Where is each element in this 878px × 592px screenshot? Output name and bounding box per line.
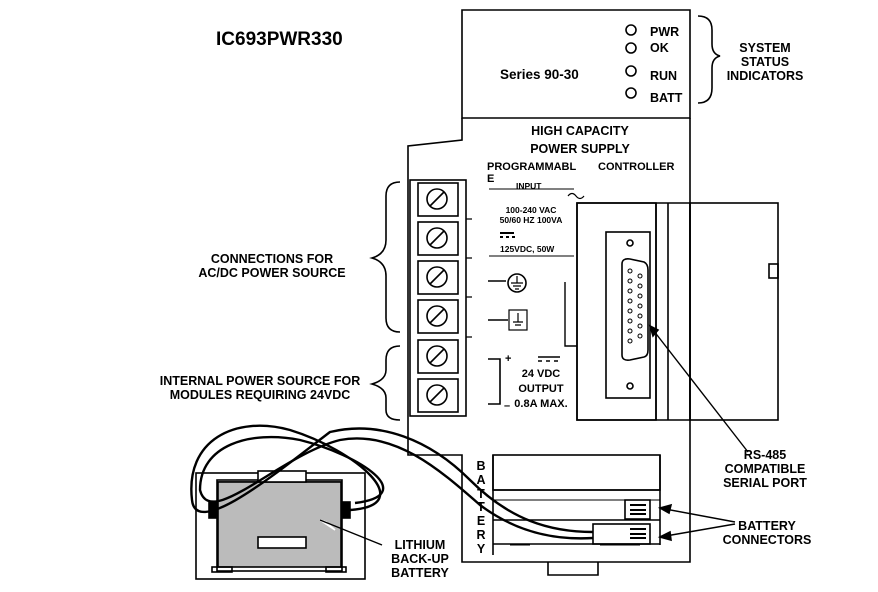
output-label: 24 VDC OUTPUT 0.8A MAX. <box>514 368 568 410</box>
plus-label: + <box>505 353 512 365</box>
terminal-block <box>409 179 467 417</box>
port-plate <box>605 231 651 399</box>
battery-wire-2 <box>198 435 594 540</box>
battery-vertical-label: B A T T E R Y <box>476 459 486 556</box>
high-capacity-label: HIGH CAPACITY POWER SUPPLY <box>530 124 630 156</box>
battery-connector-upper <box>624 499 651 520</box>
port-panel-inner <box>576 202 657 421</box>
pwr-led <box>625 24 637 36</box>
run-label: RUN <box>650 69 678 83</box>
minus-label: – <box>504 400 511 412</box>
chassis-ground-icon <box>508 309 528 331</box>
dc-rating-label: 125VDC, 50W <box>500 244 555 254</box>
programmable-e-label: E <box>487 173 495 185</box>
series-label: Series 90-30 <box>500 67 579 82</box>
input-label: INPUT <box>516 181 542 191</box>
side-module <box>689 202 779 421</box>
lithium-pointer <box>319 519 383 546</box>
rs485-pointer <box>649 325 749 453</box>
internal-power-label: INTERNAL POWER SOURCE FOR MODULES REQUIR… <box>159 374 361 402</box>
internal-brace <box>369 345 401 421</box>
ok-led <box>625 42 637 54</box>
battery-connector-lower <box>592 523 651 545</box>
serial-port-db15 <box>621 258 649 361</box>
ok-label: OK <box>650 41 669 55</box>
run-led <box>625 65 637 77</box>
batt-label: BATT <box>650 91 683 105</box>
terminal-screws <box>417 182 459 413</box>
output-bracket <box>488 358 501 405</box>
battery-compartment <box>492 454 661 491</box>
battery-connectors-label: BATTERY CONNECTORS <box>722 519 812 547</box>
connections-acdc-label: CONNECTIONS FOR AC/DC POWER SOURCE <box>198 252 346 280</box>
battery-pointer-lower <box>659 523 736 538</box>
lithium-battery-label: LITHIUM BACK-UP BATTERY <box>391 538 449 580</box>
module-foot <box>547 562 599 576</box>
acdc-brace <box>369 181 401 333</box>
battery-pointer-upper <box>659 507 736 523</box>
ac-wave-icon <box>567 192 585 200</box>
programmable-label: PROGRAMMABL <box>487 161 577 173</box>
status-brace <box>697 15 721 104</box>
system-status-label: SYSTEM STATUS INDICATORS <box>726 41 804 83</box>
page-title: IC693PWR330 <box>216 29 343 50</box>
module-body-outline <box>407 118 691 563</box>
rs485-label: RS-485 COMPATIBLE SERIAL PORT <box>723 448 807 490</box>
dc-symbol-icon <box>500 232 515 238</box>
pwr-label: PWR <box>650 25 680 39</box>
ac-rating-label: 100-240 VAC 50/60 HZ 100VA <box>499 205 563 225</box>
batt-led <box>625 87 637 99</box>
earth-ground-icon <box>507 273 527 293</box>
controller-label: CONTROLLER <box>598 161 675 173</box>
dc-output-icon <box>538 356 560 362</box>
